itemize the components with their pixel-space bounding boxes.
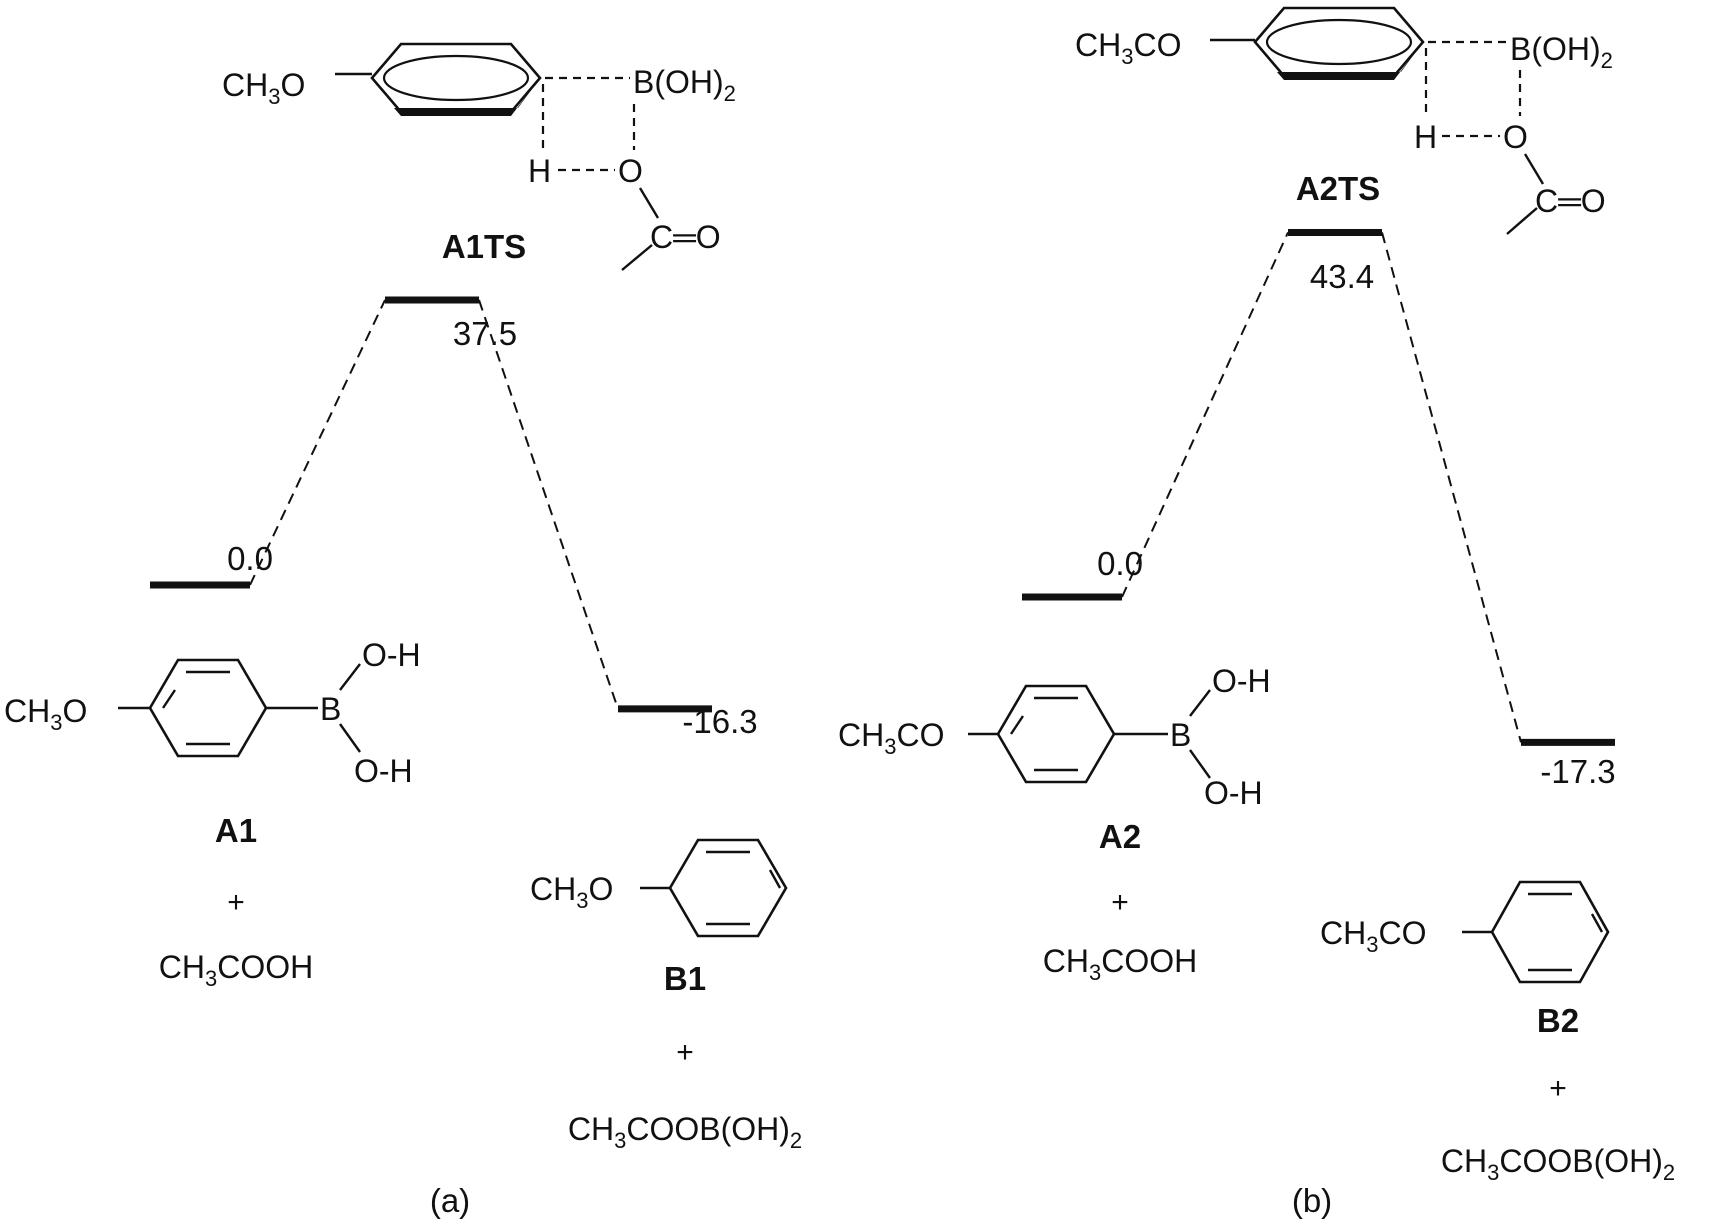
ts-hydrogen-b: H [1414,119,1437,155]
product-structure-b2: CH3​CO [1320,880,1610,984]
energy-label-b-product: -17.3 [1540,753,1615,790]
ts-boron-b: B(OH)2​ [1510,31,1613,73]
b1-substituent: CH3​O [530,871,613,913]
energy-label-b-ts: 43.4 [1310,258,1374,295]
a2-oh-bottom: O-H [1204,775,1263,811]
ts-hydrogen-a: H [528,153,551,189]
reactant-label-a2: A2 [1099,818,1141,855]
ts-substituent-a-text: CH3​O [222,67,305,109]
reactant-structure-a2: CH3​CO B O-H O-H [838,663,1271,811]
ts-label-b: A2TS [1296,170,1380,207]
energy-label-a-ts: 37.5 [453,315,517,352]
a1-oh-top: O-H [362,637,421,673]
b2-substituent: CH3​CO [1320,915,1426,957]
plus-b-reactant: + [1111,886,1129,919]
a1-boron: B [320,691,341,727]
ts-oxygen-a: O [618,153,643,189]
ts-carbonyl-b: C═O [1535,183,1606,219]
connector-a-ts-product [478,299,619,710]
panel-label-a: (a) [430,1182,470,1219]
plus-b-product: + [1549,1072,1567,1105]
coproduct-a: CH3​COOB(OH)2​ [568,1111,802,1153]
panel-a: 0.0 37.5 -16.3 A1TS CH3​O B(OH)2​ H O C═… [4,42,802,1219]
a2-substituent: CH3​CO [838,717,944,759]
ts-boron-a: B(OH)2​ [633,64,736,106]
ts-substituent-a: CH3​O [222,67,305,109]
energy-label-b-reactant: 0.0 [1097,545,1143,582]
connector-a-reactant-ts [249,299,386,586]
panel-label-b: (b) [1292,1182,1332,1219]
product-label-b1: B1 [664,960,706,997]
a1-substituent-text: CH3​O [4,693,87,735]
ts-label-a: A1TS [442,228,526,265]
ts-oxygen-b: O [1503,119,1528,155]
product-label-b2: B2 [1537,1002,1579,1039]
reactant-label-a1: A1 [215,812,257,849]
coreactant-a-text: CH3​COOH [159,949,313,991]
ts-carbonyl-a: C═O [650,219,721,255]
product-structure-b1: CH3​O [530,838,788,938]
a2-boron: B [1170,717,1191,753]
a2-oh-top: O-H [1212,663,1271,699]
connector-b-ts-product [1381,232,1522,743]
coproduct-b: CH3​COOB(OH)2​ [1441,1143,1675,1185]
coreactant-a: CH3​COOH [159,949,313,991]
plus-a-reactant: + [227,886,245,919]
panel-b: 0.0 43.4 -17.3 A2TS CH3​CO B(OH)2​ H O C… [838,6,1675,1219]
energy-label-a-product: -16.3 [682,703,757,740]
a1-substituent: CH3​O [4,693,87,735]
energy-label-a-reactant: 0.0 [227,540,273,577]
plus-a-product: + [676,1036,694,1069]
reactant-structure-a1: CH3​O B O-H O-H [4,637,421,789]
ts-structure-a: CH3​O B(OH)2​ H O C═O [222,42,736,271]
connector-b-reactant-ts [1121,232,1289,598]
ts-structure-b: CH3​CO B(OH)2​ H O C═O [1075,6,1613,235]
coreactant-b: CH3​COOH [1043,943,1197,985]
ts-substituent-b: CH3​CO [1075,27,1181,69]
a1-oh-bottom: O-H [354,753,413,789]
